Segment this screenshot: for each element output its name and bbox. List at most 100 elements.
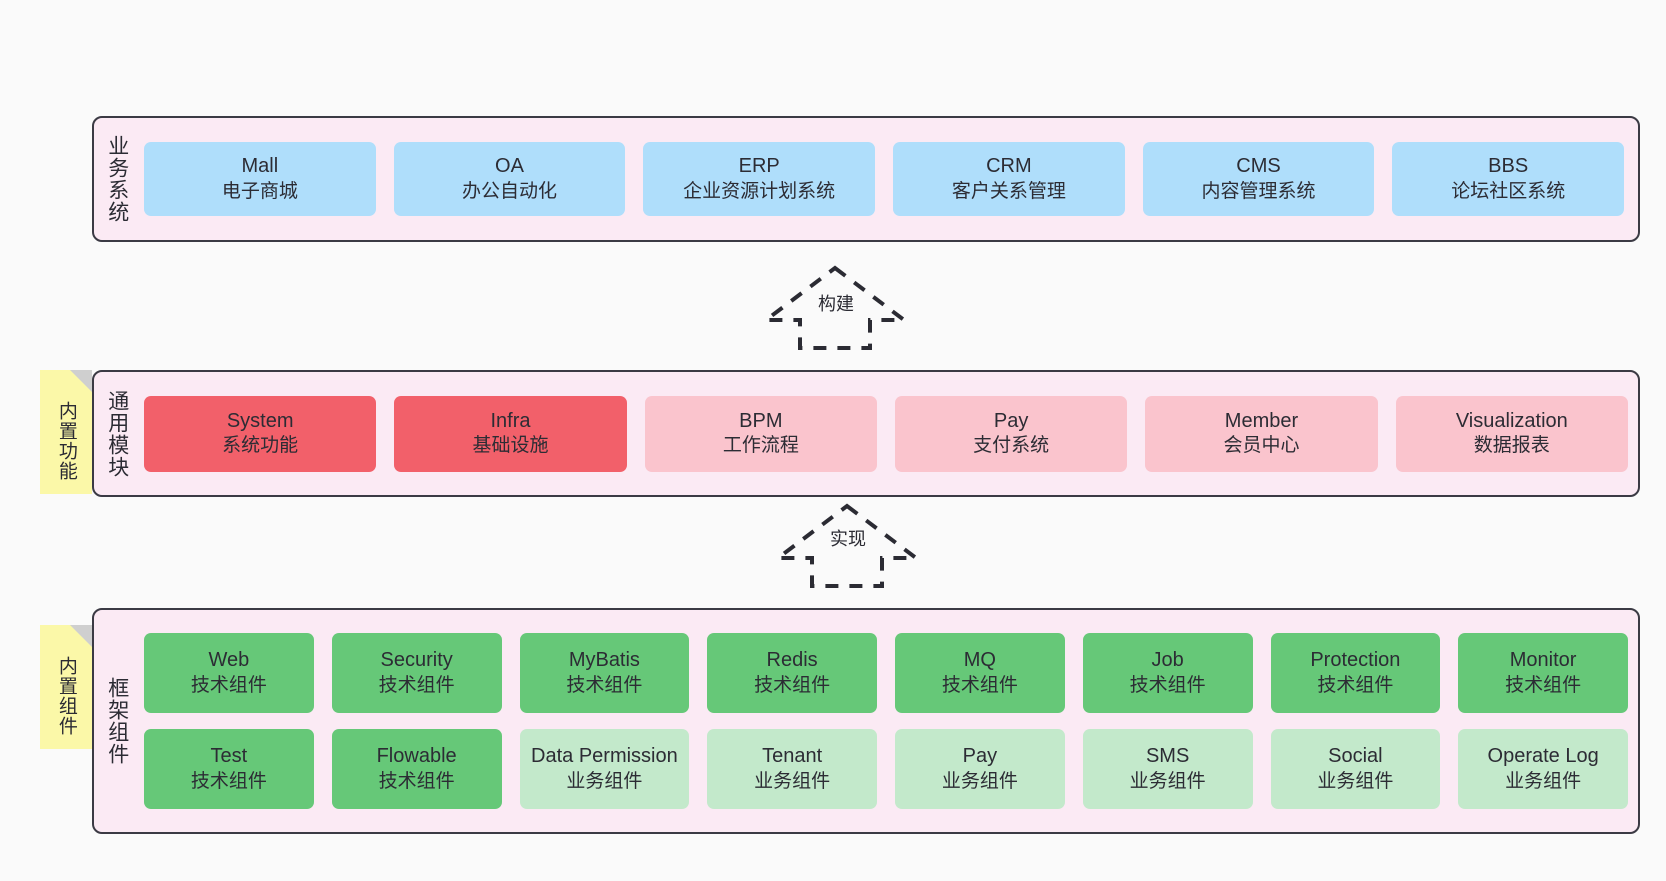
component-card-name: Monitor (1509, 649, 1577, 672)
component-card-desc: 业务组件 (1505, 770, 1582, 792)
component-card-desc: 技术组件 (1129, 674, 1206, 696)
component-card-desc: 内容管理系统 (1201, 180, 1316, 202)
component-card-desc: 系统功能 (222, 435, 299, 457)
sticky-note-label: 内置功能 (55, 401, 77, 481)
sticky-note-builtin-functions: 内置功能 (40, 370, 92, 494)
component-card-desc: 业务组件 (566, 770, 643, 792)
component-card-name: Member (1224, 409, 1299, 432)
component-card[interactable]: Member 会员中心 (1145, 395, 1378, 472)
component-card-name: Tenant (762, 745, 823, 768)
component-card-name: Data Permission (531, 745, 678, 768)
component-card-desc: 支付系统 (973, 435, 1050, 457)
sticky-note-label: 内置组件 (55, 656, 77, 736)
component-card-desc: 业务组件 (941, 770, 1018, 792)
component-card-name: Social (1328, 745, 1383, 768)
note-fold-corner-icon (70, 625, 92, 647)
note-fold-corner-icon (70, 370, 92, 392)
layer-common-modules: 通用模块 System 系统功能 Infra 基础设施 BPM 工作流程 Pay 支付系统 Me… (92, 370, 1640, 497)
component-card-name: Mall (241, 155, 279, 178)
layer-title: 通用模块 (105, 389, 129, 478)
component-card-name: System (226, 409, 294, 432)
component-card-desc: 数据报表 (1473, 435, 1550, 457)
layer-title: 框架组件 (105, 677, 129, 765)
component-card-desc: 业务组件 (1129, 770, 1206, 792)
component-card[interactable]: BPM 工作流程 (644, 395, 877, 472)
component-card-desc: 业务组件 (754, 770, 831, 792)
build-arrow-label: 构建 (816, 290, 856, 316)
component-card[interactable]: System 系统功能 (144, 395, 377, 472)
sticky-note-builtin-components: 内置组件 (40, 625, 92, 749)
component-card-name: Operate Log (1487, 745, 1599, 768)
layer-title: 业务系统 (105, 135, 129, 223)
component-card-desc: 办公自动化 (462, 180, 558, 202)
component-card-name: Job (1151, 649, 1184, 672)
component-row: System 系统功能 Infra 基础设施 BPM 工作流程 Pay 支付系统 Member 会… (144, 395, 1628, 472)
component-card-desc: 技术组件 (566, 674, 643, 696)
component-card[interactable]: Pay 支付系统 (894, 395, 1128, 472)
component-card-name: Visualization (1455, 409, 1568, 432)
component-card-name: Test (210, 745, 248, 768)
component-card-desc: 技术组件 (941, 674, 1018, 696)
component-card-desc: 技术组件 (378, 770, 455, 792)
component-card-desc: 电子商城 (221, 180, 298, 202)
component-card-desc: 企业资源计划系统 (683, 180, 836, 202)
component-card-name: OA (495, 155, 524, 178)
component-card-desc: 客户关系管理 (951, 180, 1066, 202)
component-card-name: ERP (738, 155, 780, 178)
component-card-name: Security (380, 649, 453, 672)
implement-arrow-icon (772, 503, 922, 588)
component-card-name: Pay (993, 409, 1029, 432)
component-card-name: BBS (1488, 155, 1529, 178)
component-card-name: CRM (986, 155, 1032, 178)
component-card-desc: 技术组件 (754, 674, 831, 696)
build-arrow-icon (760, 265, 910, 350)
component-card[interactable]: Visualization 数据报表 (1395, 395, 1628, 472)
component-card-name: Flowable (376, 745, 457, 768)
component-card-desc: 技术组件 (190, 674, 267, 696)
component-card-desc: 技术组件 (1505, 674, 1582, 696)
component-card-desc: 业务组件 (1317, 770, 1394, 792)
component-card-desc: 基础设施 (472, 435, 549, 457)
component-card-desc: 会员中心 (1223, 435, 1300, 457)
component-card-desc: 工作流程 (722, 435, 799, 457)
implement-arrow-label: 实现 (828, 525, 868, 551)
component-card[interactable]: Infra 基础设施 (394, 395, 627, 472)
component-card-name: Infra (490, 409, 531, 432)
component-card-name: CMS (1236, 155, 1281, 178)
component-card-desc: 技术组件 (378, 674, 455, 696)
component-card-name: Redis (766, 649, 818, 672)
component-card-desc: 论坛社区系统 (1451, 180, 1566, 202)
component-card-name: BPM (739, 409, 783, 432)
component-card-desc: 技术组件 (190, 770, 267, 792)
component-card-name: SMS (1145, 745, 1190, 768)
component-card-desc: 技术组件 (1317, 674, 1394, 696)
